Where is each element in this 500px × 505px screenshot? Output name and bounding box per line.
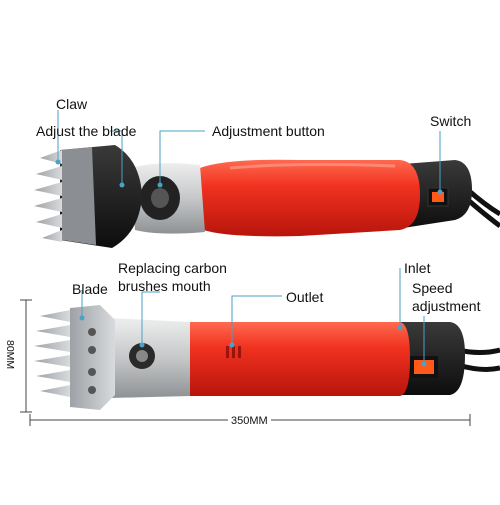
top-red-body — [195, 159, 420, 237]
speed-adjustment-label-line1: Speed — [412, 280, 453, 296]
callout-dots — [55, 159, 443, 367]
blade-screws — [88, 328, 96, 394]
switch-icon[interactable] — [427, 187, 449, 207]
height-dimension-label: 80MM — [4, 340, 16, 370]
replacing-carbon-label-line2: brushes mouth — [118, 278, 211, 294]
claw-comb — [34, 150, 62, 242]
outlet-vents — [226, 346, 241, 358]
callout-replacing-carbon — [141, 291, 160, 345]
bottom-clipper — [34, 305, 500, 410]
adjustment-button-icon[interactable] — [140, 176, 180, 220]
bottom-head-plate — [70, 305, 115, 410]
adjustment-button-label: Adjustment button — [212, 123, 325, 139]
length-dimension-label: 350MM — [228, 413, 271, 430]
blade-label: Blade — [72, 281, 108, 297]
outlet-label: Outlet — [286, 289, 324, 305]
speed-adjustment-label-line2: adjustment — [412, 298, 481, 314]
top-cutter-plate — [62, 147, 96, 245]
callout-lines — [57, 110, 441, 364]
top-power-cord — [466, 188, 500, 228]
top-clipper — [34, 145, 500, 248]
speed-adjustment-icon[interactable] — [410, 356, 438, 378]
callout-adjust-blade — [110, 130, 123, 185]
bottom-red-body — [181, 322, 410, 396]
claw-label: Claw — [56, 96, 88, 112]
carbon-brush-cap-icon — [129, 343, 155, 369]
replacing-carbon-label-line1: Replacing carbon — [118, 260, 227, 276]
blade-teeth — [34, 310, 70, 397]
inlet-label: Inlet — [404, 260, 431, 276]
callout-adjustment-button — [159, 130, 205, 185]
switch-label: Switch — [430, 113, 472, 129]
callout-outlet — [231, 295, 282, 345]
adjust-blade-label: Adjust the blade — [36, 123, 137, 139]
